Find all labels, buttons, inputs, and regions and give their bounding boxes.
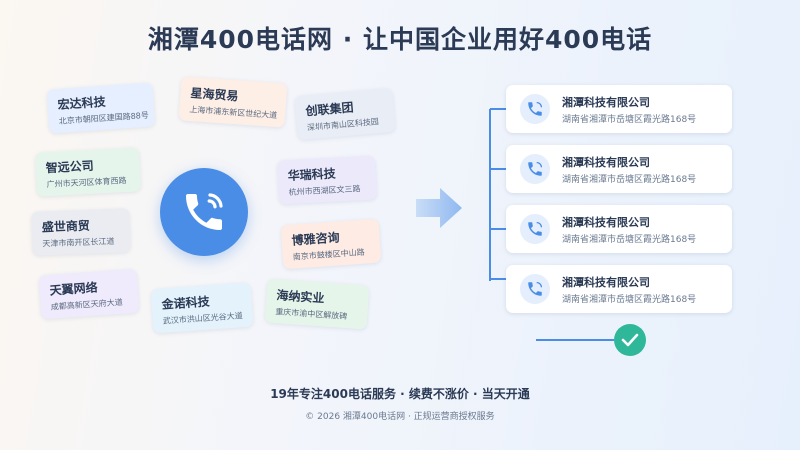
- company-card: 创联集团 深圳市南山区科技园: [294, 87, 396, 141]
- company-card: 华瑞科技 杭州市西湖区文三路: [276, 155, 378, 205]
- company-address: 北京市朝阳区建国路88号: [58, 110, 150, 126]
- check-connector: [536, 339, 614, 341]
- company-name: 金诺科技: [161, 294, 211, 312]
- result-name: 湘潭科技有限公司: [562, 216, 650, 229]
- company-card: 星海贸易 上海市浦东新区世纪大道: [178, 76, 288, 128]
- result-address: 湖南省湘潭市岳塘区霞光路168号: [562, 295, 697, 305]
- company-name: 博雅咨询: [291, 230, 341, 248]
- company-card: 天翼网络 成都高新区天府大道: [38, 268, 140, 320]
- company-address: 武汉市洪山区光谷大道: [162, 311, 243, 326]
- connector-lines: [489, 108, 506, 281]
- company-card: 盛世商贸 天津市南开区长江道: [31, 208, 131, 256]
- phone-icon: [528, 221, 543, 236]
- phone-icon: [528, 161, 543, 176]
- company-address: 重庆市渝中区解放碑: [275, 307, 348, 322]
- check-icon: [621, 333, 639, 347]
- result-icon-circle: [520, 274, 550, 304]
- company-address: 杭州市西湖区文三路: [288, 184, 361, 198]
- company-name: 天翼网络: [49, 280, 99, 298]
- company-address: 天津市南开区长江道: [42, 236, 115, 249]
- result-icon-circle: [520, 94, 550, 124]
- copyright: © 2026 湘潭400电话网 · 正规运营商授权服务: [305, 412, 495, 422]
- phone-icon: [528, 101, 543, 116]
- company-address: 上海市浦东新区世纪大道: [189, 104, 278, 121]
- company-name: 盛世商贸: [41, 218, 91, 235]
- result-icon-circle: [520, 154, 550, 184]
- central-phone: [160, 168, 248, 256]
- company-name: 海纳实业: [276, 288, 325, 306]
- result-card: 湘潭科技有限公司 湖南省湘潭市岳塘区霞光路168号: [506, 265, 732, 313]
- company-address: 成都高新区天府大道: [50, 297, 123, 312]
- result-card: 湘潭科技有限公司 湖南省湘潭市岳塘区霞光路168号: [506, 85, 732, 133]
- arrow-right-icon: [416, 188, 462, 228]
- done-badge: [614, 324, 646, 356]
- company-card: 博雅咨询 南京市鼓楼区中山路: [280, 218, 382, 270]
- result-icon-circle: [520, 214, 550, 244]
- result-name: 湘潭科技有限公司: [562, 156, 650, 169]
- tagline: 19年专注400电话服务 · 续费不涨价 · 当天开通: [270, 387, 530, 401]
- result-name: 湘潭科技有限公司: [562, 96, 650, 109]
- company-card: 宏达科技 北京市朝阳区建国路88号: [46, 82, 156, 134]
- phone-icon: [186, 193, 223, 230]
- company-name: 星海贸易: [190, 86, 239, 104]
- result-address: 湖南省湘潭市岳塘区霞光路168号: [562, 235, 697, 245]
- company-name: 智远公司: [45, 158, 95, 176]
- page-title: 湘潭400电话网 · 让中国企业用好400电话: [147, 25, 653, 54]
- result-card: 湘潭科技有限公司 湖南省湘潭市岳塘区霞光路168号: [506, 205, 732, 253]
- result-address: 湖南省湘潭市岳塘区霞光路168号: [562, 115, 697, 125]
- company-card: 海纳实业 重庆市渝中区解放碑: [264, 278, 370, 330]
- company-name: 宏达科技: [57, 94, 107, 112]
- company-card: 智远公司 广州市天河区体育西路: [34, 147, 142, 197]
- phone-icon: [528, 281, 543, 296]
- result-card: 湘潭科技有限公司 湖南省湘潭市岳塘区霞光路168号: [506, 145, 732, 193]
- company-address: 广州市天河区体育西路: [46, 176, 127, 190]
- company-address: 南京市鼓楼区中山路: [292, 247, 365, 262]
- company-card: 金诺科技 武汉市洪山区光谷大道: [150, 282, 254, 334]
- company-name: 华瑞科技: [287, 166, 337, 184]
- result-name: 湘潭科技有限公司: [562, 276, 650, 289]
- result-address: 湖南省湘潭市岳塘区霞光路168号: [562, 175, 697, 185]
